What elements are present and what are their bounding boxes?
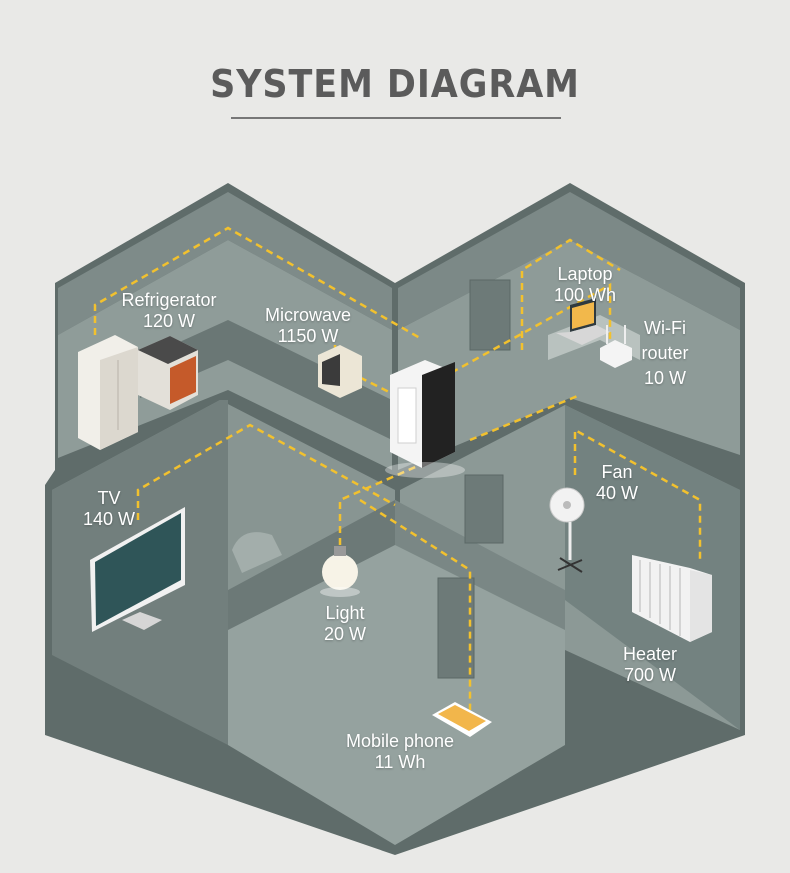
appliance-value: 1150 W [277, 326, 339, 346]
light-bulb-icon [320, 546, 360, 597]
kitchen-counter [140, 320, 392, 440]
office-back-wall [398, 192, 740, 330]
label-wifi-router: Wi-Fi router 10 W [630, 316, 700, 391]
label-refrigerator: Refrigerator 120 W [108, 290, 230, 332]
kitchen-back-wall [58, 192, 392, 335]
cable-light [338, 463, 421, 545]
title-underline [231, 117, 561, 119]
label-heater: Heater 700 W [605, 644, 695, 686]
cable-wifi-router [419, 282, 612, 392]
page-title: SYSTEM DIAGRAM [210, 62, 580, 106]
cable-fan [573, 427, 702, 560]
heater-icon [632, 555, 712, 642]
power-station-icon [385, 360, 465, 478]
appliance-value: 10 W [643, 368, 686, 388]
cable-tv [136, 423, 396, 520]
sofa-icon [232, 532, 282, 573]
appliance-name-line2: router [641, 343, 689, 363]
appliance-name: Fan [601, 462, 633, 482]
appliance-value: 40 W [595, 483, 638, 503]
door-bedroom [464, 474, 504, 544]
stove-icon [138, 336, 198, 410]
tv-icon [90, 507, 185, 632]
appliance-name-line1: Wi-Fi [644, 318, 686, 338]
appliance-name: Laptop [557, 264, 613, 284]
power-cables [93, 226, 702, 710]
label-microwave: Microwave 1150 W [248, 305, 368, 347]
cable-refrigerator [93, 226, 421, 340]
appliance-value: 100 Wh [553, 285, 617, 305]
appliance-name: Heater [622, 644, 678, 664]
label-fan: Fan 40 W [582, 462, 652, 504]
hall-wall-left [228, 500, 395, 630]
label-mobile-phone: Mobile phone 11 Wh [325, 731, 475, 773]
laptop-icon [556, 298, 610, 345]
refrigerator-icon [78, 335, 138, 450]
label-light: Light 20 W [305, 603, 385, 645]
appliance-value: 20 W [323, 624, 366, 644]
fan-icon [549, 487, 585, 573]
cable-laptop [520, 238, 621, 350]
appliance-name: Mobile phone [345, 731, 455, 751]
appliance-name: TV [97, 488, 121, 508]
label-tv: TV 140 W [72, 488, 146, 530]
appliance-value: 700 W [623, 665, 677, 685]
door-hall [437, 577, 475, 679]
appliance-value: 11 Wh [374, 752, 426, 772]
router-icon [600, 325, 632, 368]
appliance-value: 140 W [82, 509, 136, 529]
mobile-phone-icon [432, 702, 492, 737]
appliance-name: Refrigerator [121, 290, 217, 310]
hall-wall-right [395, 500, 565, 630]
microwave-icon [318, 345, 362, 398]
cable-heater [469, 393, 581, 442]
label-laptop: Laptop 100 Wh [535, 264, 635, 306]
appliance-name: Light [325, 603, 365, 623]
appliance-name: Microwave [264, 305, 352, 325]
appliance-value: 120 W [142, 311, 196, 331]
door-office [469, 279, 511, 351]
